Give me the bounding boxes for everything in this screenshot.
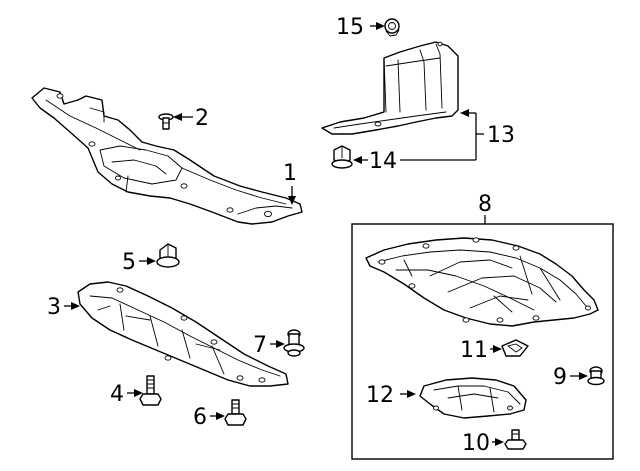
part-12-small-cover[interactable] [419, 377, 527, 419]
part-14-clip[interactable] [331, 145, 353, 169]
part-8-assembly-box [351, 223, 614, 460]
callout-10: 10 [462, 431, 490, 456]
callout-9: 9 [553, 365, 567, 390]
callout-1: 1 [283, 161, 297, 186]
part-5-retainer[interactable] [156, 243, 180, 268]
callout-13: 13 [487, 123, 515, 148]
callout-8: 8 [478, 192, 492, 217]
callout-7: 7 [253, 333, 267, 358]
part-13-side-deflector[interactable] [321, 41, 459, 135]
part-6-bolt[interactable] [224, 399, 247, 426]
part-3-left-under-cover[interactable] [77, 281, 289, 387]
callout-4: 4 [110, 382, 124, 407]
part-2-clip[interactable] [158, 113, 174, 130]
callout-14: 14 [369, 149, 397, 174]
part-8-engine-under-cover[interactable] [365, 237, 599, 327]
part-1-upper-shield[interactable] [31, 87, 303, 225]
callout-11: 11 [460, 338, 488, 363]
part-15-clip[interactable] [384, 18, 400, 37]
part-7-push-clip[interactable] [283, 329, 305, 357]
callout-12: 12 [366, 383, 394, 408]
part-11-clip-nut[interactable] [501, 339, 529, 357]
part-9-bolt[interactable] [587, 366, 605, 386]
part-10-bolt[interactable] [504, 429, 527, 450]
callout-2: 2 [195, 106, 209, 131]
callout-15: 15 [336, 15, 364, 40]
leader-lines [64, 22, 588, 446]
callout-3: 3 [47, 295, 61, 320]
callout-labels: 1 2 3 4 5 6 7 8 9 10 11 12 13 14 15 [47, 15, 567, 456]
callout-5: 5 [122, 250, 136, 275]
part-4-bolt[interactable] [139, 375, 162, 406]
callout-6: 6 [193, 405, 207, 430]
